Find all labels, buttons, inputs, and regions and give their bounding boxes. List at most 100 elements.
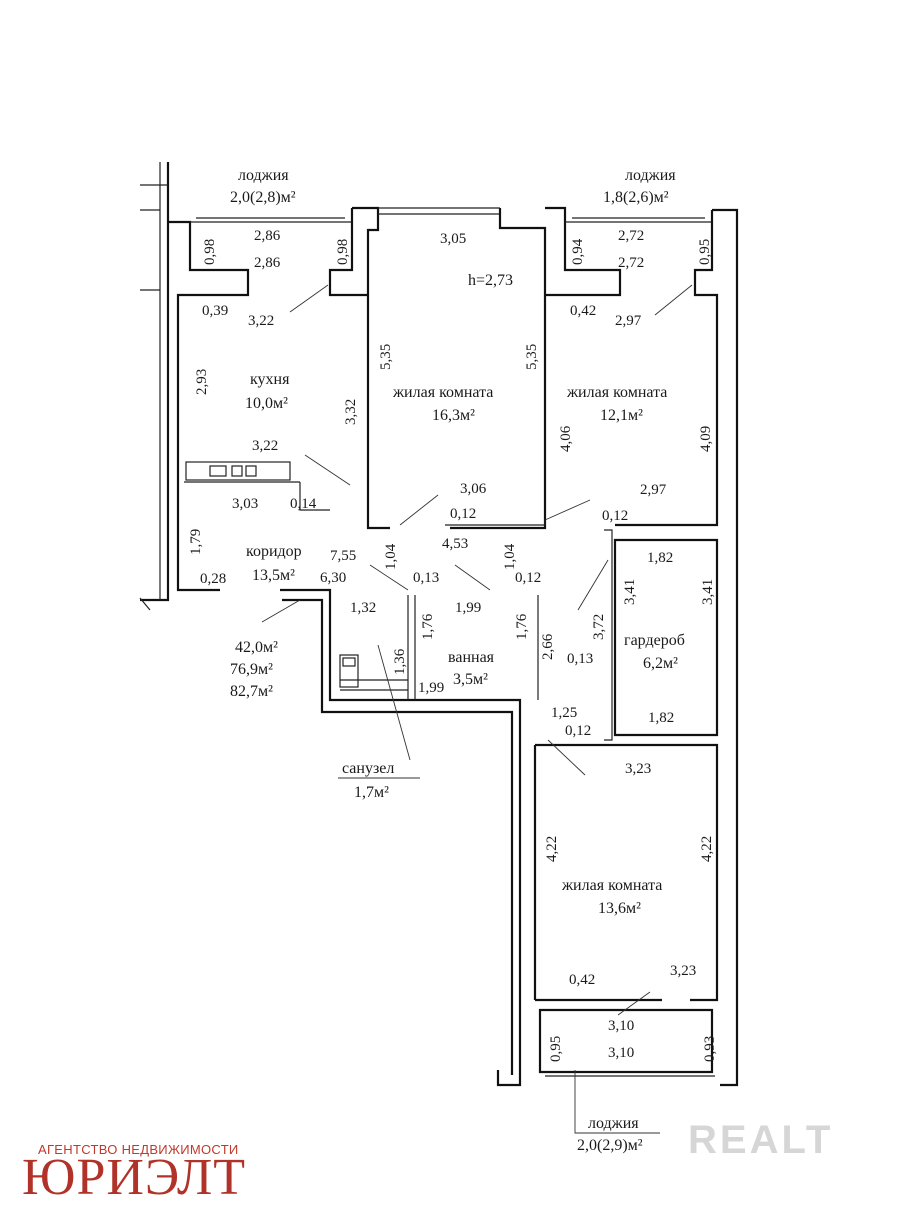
svg-text:1,8(2,6)м²: 1,8(2,6)м² <box>603 189 669 206</box>
svg-text:0,98: 0,98 <box>335 239 351 265</box>
svg-text:2,97: 2,97 <box>615 313 642 329</box>
svg-text:3,5м²: 3,5м² <box>453 671 488 688</box>
svg-text:1,04: 1,04 <box>502 543 518 570</box>
svg-text:1,7м²: 1,7м² <box>354 784 389 801</box>
svg-text:13,5м²: 13,5м² <box>252 567 295 584</box>
svg-text:2,86: 2,86 <box>254 255 281 271</box>
svg-text:4,09: 4,09 <box>698 426 714 452</box>
svg-text:7,55: 7,55 <box>330 548 356 564</box>
svg-text:3,23: 3,23 <box>625 761 651 777</box>
svg-text:16,3м²: 16,3м² <box>432 407 475 424</box>
svg-text:1,99: 1,99 <box>455 600 481 616</box>
room-label-loggia-left: лоджия 2,0(2,8)м² <box>230 167 296 206</box>
total-areas: 42,0м² 76,9м² 82,7м² <box>230 639 278 700</box>
svg-text:5,35: 5,35 <box>524 344 540 370</box>
svg-text:1,32: 1,32 <box>350 600 376 616</box>
dimension-labels-vertical: 0,98 0,98 0,94 0,95 2,93 5,35 3,32 5,35 … <box>188 238 718 1062</box>
dimension-labels: 2,86 2,86 3,05 2,72 2,72 0,39 3,22 0,42 … <box>200 228 696 1061</box>
outer-walls <box>139 162 739 1087</box>
svg-text:гардероб: гардероб <box>624 632 685 649</box>
svg-text:2,0(2,8)м²: 2,0(2,8)м² <box>230 189 296 206</box>
room-label-living-bottom: жилая комната 13,6м² <box>561 877 662 917</box>
svg-text:2,97: 2,97 <box>640 482 667 498</box>
svg-text:3,10: 3,10 <box>608 1018 634 1034</box>
svg-text:лоджия: лоджия <box>238 167 289 184</box>
svg-text:3,72: 3,72 <box>591 614 607 640</box>
svg-text:0,42: 0,42 <box>569 972 595 988</box>
svg-text:ванная: ванная <box>448 649 495 666</box>
svg-text:4,06: 4,06 <box>558 425 574 452</box>
svg-text:2,86: 2,86 <box>254 228 281 244</box>
room-label-bathroom: ванная 3,5м² <box>448 649 495 688</box>
svg-text:жилая комната: жилая комната <box>566 384 667 401</box>
svg-text:кухня: кухня <box>250 371 290 388</box>
svg-text:0,14: 0,14 <box>290 496 317 512</box>
svg-text:0,12: 0,12 <box>450 506 476 522</box>
svg-text:0,13: 0,13 <box>567 651 593 667</box>
svg-text:76,9м²: 76,9м² <box>230 661 273 678</box>
room-label-kitchen: кухня 10,0м² <box>245 371 290 412</box>
svg-text:0,93: 0,93 <box>702 1036 718 1062</box>
svg-text:0,39: 0,39 <box>202 303 228 319</box>
svg-text:0,95: 0,95 <box>548 1036 564 1062</box>
door-swings <box>261 284 693 1016</box>
toilet-fixture <box>339 654 359 688</box>
svg-text:0,13: 0,13 <box>413 570 439 586</box>
svg-text:0,12: 0,12 <box>565 723 591 739</box>
agency-logo-name: ЮРИЭЛТ <box>22 1149 247 1206</box>
svg-text:3,32: 3,32 <box>343 399 359 425</box>
svg-text:3,41: 3,41 <box>622 579 638 605</box>
svg-text:1,99: 1,99 <box>418 680 444 696</box>
svg-text:2,72: 2,72 <box>618 255 644 271</box>
svg-text:6,2м²: 6,2м² <box>643 655 678 672</box>
svg-text:1,76: 1,76 <box>420 613 436 640</box>
svg-text:1,36: 1,36 <box>392 648 408 675</box>
svg-text:0,42: 0,42 <box>570 303 596 319</box>
svg-text:13,6м²: 13,6м² <box>598 900 641 917</box>
svg-text:3,22: 3,22 <box>252 438 278 454</box>
svg-text:0,94: 0,94 <box>570 238 586 265</box>
room-label-living-right: жилая комната 12,1м² <box>566 384 667 424</box>
svg-text:1,04: 1,04 <box>383 543 399 570</box>
svg-text:3,05: 3,05 <box>440 231 466 247</box>
room-label-wardrobe: гардероб 6,2м² <box>624 632 685 672</box>
svg-text:3,22: 3,22 <box>248 313 274 329</box>
svg-text:10,0м²: 10,0м² <box>245 395 288 412</box>
room-label-loggia-bottom: лоджия 2,0(2,9)м² <box>574 1070 660 1154</box>
room-label-loggia-right: лоджия 1,8(2,6)м² <box>603 167 676 206</box>
svg-text:3,10: 3,10 <box>608 1045 634 1061</box>
svg-text:0,98: 0,98 <box>202 239 218 265</box>
svg-text:42,0м²: 42,0м² <box>235 639 278 656</box>
svg-text:коридор: коридор <box>246 543 302 560</box>
svg-text:1,79: 1,79 <box>188 529 204 555</box>
svg-text:0,12: 0,12 <box>602 508 628 524</box>
svg-text:0,28: 0,28 <box>200 571 226 587</box>
svg-text:3,23: 3,23 <box>670 963 696 979</box>
svg-text:санузел: санузел <box>342 760 394 777</box>
svg-text:0,12: 0,12 <box>515 570 541 586</box>
agency-tagline: АГЕНТСТВО НЕДВИЖИМОСТИ <box>38 1142 239 1157</box>
svg-text:1,82: 1,82 <box>648 710 674 726</box>
svg-text:6,30: 6,30 <box>320 570 346 586</box>
svg-text:2,66: 2,66 <box>540 633 556 660</box>
room-label-toilet: санузел 1,7м² <box>338 760 420 801</box>
svg-text:3,03: 3,03 <box>232 496 258 512</box>
svg-text:2,93: 2,93 <box>194 369 210 395</box>
svg-text:1,76: 1,76 <box>514 613 530 640</box>
svg-text:3,06: 3,06 <box>460 481 487 497</box>
svg-text:5,35: 5,35 <box>378 344 394 370</box>
svg-text:жилая комната: жилая комната <box>392 384 493 401</box>
room-label-living-center: жилая комната 16,3м² <box>392 384 493 424</box>
room-label-corridor: коридор 13,5м² <box>246 543 302 584</box>
svg-text:82,7м²: 82,7м² <box>230 683 273 700</box>
svg-text:жилая комната: жилая комната <box>561 877 662 894</box>
svg-text:1,25: 1,25 <box>551 705 577 721</box>
svg-text:лоджия: лоджия <box>625 167 676 184</box>
ceiling-height: h=2,73 <box>468 272 513 289</box>
svg-text:0,95: 0,95 <box>697 239 713 265</box>
svg-text:4,22: 4,22 <box>544 836 560 862</box>
svg-text:2,72: 2,72 <box>618 228 644 244</box>
kitchen-appliances <box>185 461 291 481</box>
svg-text:лоджия: лоджия <box>588 1115 639 1132</box>
